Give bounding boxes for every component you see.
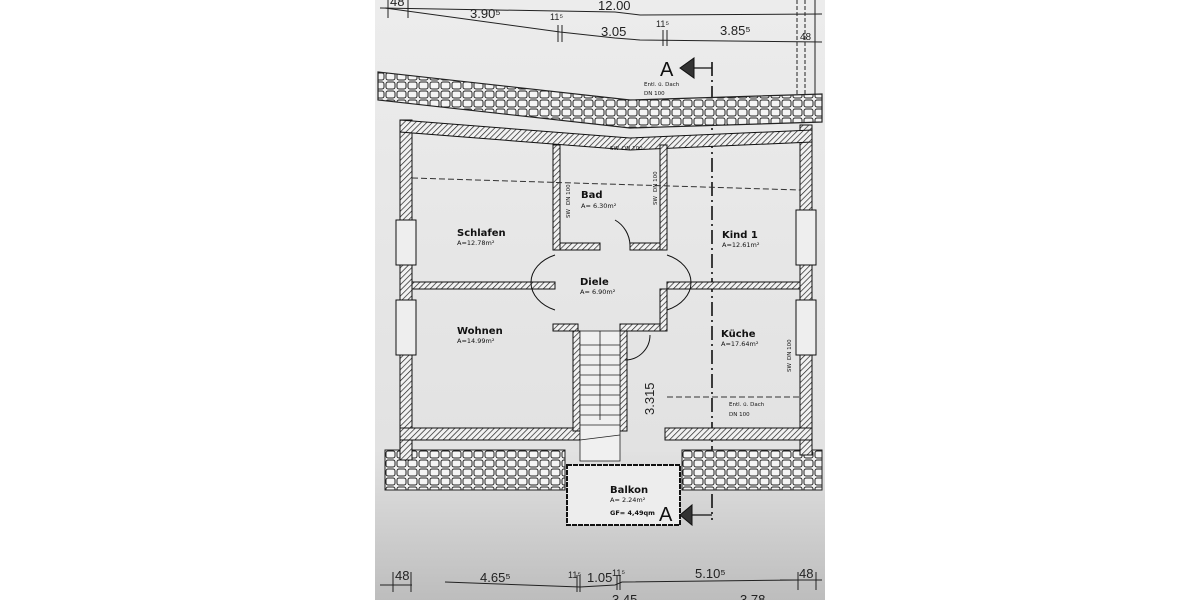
pipe-label-bad-left: SW DN 100	[566, 184, 572, 218]
svg-text:A: A	[659, 504, 673, 526]
svg-text:A= 2.24m²: A= 2.24m²	[610, 496, 646, 504]
room-bad: Bad A= 6.30m²	[581, 190, 617, 210]
room-schlafen: Schlafen A=12.78m²	[457, 228, 506, 247]
dim-bottom-seg-6: 5.10⁵	[695, 566, 726, 581]
dim-bottom-seg-1: 48	[395, 568, 409, 583]
interior-walls	[411, 144, 801, 432]
roof-slope-lines	[411, 177, 801, 398]
svg-text:SW: SW	[610, 146, 619, 152]
roof-note-bottom-line1: Entl. ü. Dach	[729, 402, 765, 408]
dim-top-seg-4: 11⁵	[656, 19, 669, 29]
dim-top-seg-6: 48	[800, 32, 812, 43]
dim-bottom-partial-1: 3.45	[612, 592, 637, 600]
svg-text:A= 6.30m²: A= 6.30m²	[581, 202, 617, 210]
pipe-label-top: SW DN 100	[610, 146, 643, 152]
dim-top-seg-3: 3.05	[601, 24, 626, 39]
bottom-dimension-chain	[380, 572, 822, 592]
pipe-label-bad-right: SW DN 100	[653, 171, 659, 205]
floor-plan: 48 12.00 3.90⁵ 11⁵ 3.05 11⁵ 3.85⁵ 48 A E…	[375, 0, 825, 600]
dim-bottom-seg-5: 11⁵	[612, 568, 625, 578]
dim-bottom-seg-2: 4.65⁵	[480, 570, 511, 585]
dim-top-left-partial: 48	[390, 0, 404, 9]
dim-bottom-seg-7: 48	[799, 566, 813, 581]
svg-text:SW: SW	[787, 363, 793, 372]
room-kind-1: Kind 1 A=12.61m²	[722, 230, 760, 249]
dim-bottom-seg-4: 1.05	[587, 570, 612, 585]
svg-text:A=12.78m²: A=12.78m²	[457, 239, 495, 247]
svg-text:A: A	[660, 59, 674, 81]
section-marker-bottom: A	[659, 503, 712, 527]
svg-text:Balkon: Balkon	[610, 485, 648, 496]
svg-text:DN 100: DN 100	[566, 184, 572, 205]
svg-text:Diele: Diele	[580, 277, 609, 288]
svg-text:GF= 4,49qm: GF= 4,49qm	[610, 509, 655, 517]
balkon-outline	[566, 464, 681, 526]
room-balkon: Balkon A= 2.24m² GF= 4,49qm	[610, 485, 655, 517]
dim-bottom-seg-3: 11⁵	[568, 570, 581, 580]
dim-bottom-partial-2: 3.78	[740, 592, 765, 600]
svg-text:A=12.61m²: A=12.61m²	[722, 241, 760, 249]
svg-text:A= 6.90m²: A= 6.90m²	[580, 288, 616, 296]
section-marker-top: A	[660, 57, 712, 81]
dim-top-seg-5: 3.85⁵	[720, 23, 751, 38]
dim-top-seg-1: 3.90⁵	[470, 6, 501, 21]
svg-text:Bad: Bad	[581, 190, 603, 201]
room-wohnen: Wohnen A=14.99m²	[457, 326, 503, 345]
windows	[395, 209, 817, 356]
dim-top-seg-2: 11⁵	[550, 12, 563, 22]
svg-text:Wohnen: Wohnen	[457, 326, 503, 337]
room-diele: Diele A= 6.90m²	[580, 277, 616, 296]
roof-tiles-top	[377, 71, 823, 129]
svg-text:Küche: Küche	[721, 329, 756, 340]
roof-note-top-line2: DN 100	[644, 91, 665, 97]
pipe-label-kueche: SW DN 100	[787, 339, 793, 372]
roof-note-top-line1: Entl. ü. Dach	[644, 82, 680, 88]
doors	[530, 219, 692, 361]
roof-note-bottom-line2: DN 100	[729, 412, 750, 418]
staircase	[579, 330, 621, 462]
svg-text:Schlafen: Schlafen	[457, 228, 506, 239]
dim-top-overall: 12.00	[598, 0, 631, 13]
roof-tiles-bottom-left	[384, 449, 566, 491]
exterior-walls	[399, 119, 813, 461]
svg-text:Kind 1: Kind 1	[722, 230, 758, 241]
stair-dimension: 3.315	[642, 382, 657, 415]
svg-text:DN 100: DN 100	[787, 339, 793, 360]
svg-text:A=17.64m²: A=17.64m²	[721, 340, 759, 348]
svg-text:A=14.99m²: A=14.99m²	[457, 337, 495, 345]
room-kueche: Küche A=17.64m²	[721, 329, 759, 348]
svg-text:SW: SW	[566, 209, 572, 218]
top-dimension-chain	[379, 0, 823, 100]
svg-text:SW: SW	[653, 196, 659, 205]
svg-text:DN 100: DN 100	[622, 146, 643, 152]
svg-text:DN 100: DN 100	[653, 171, 659, 192]
roof-tiles-bottom-right	[681, 449, 823, 491]
